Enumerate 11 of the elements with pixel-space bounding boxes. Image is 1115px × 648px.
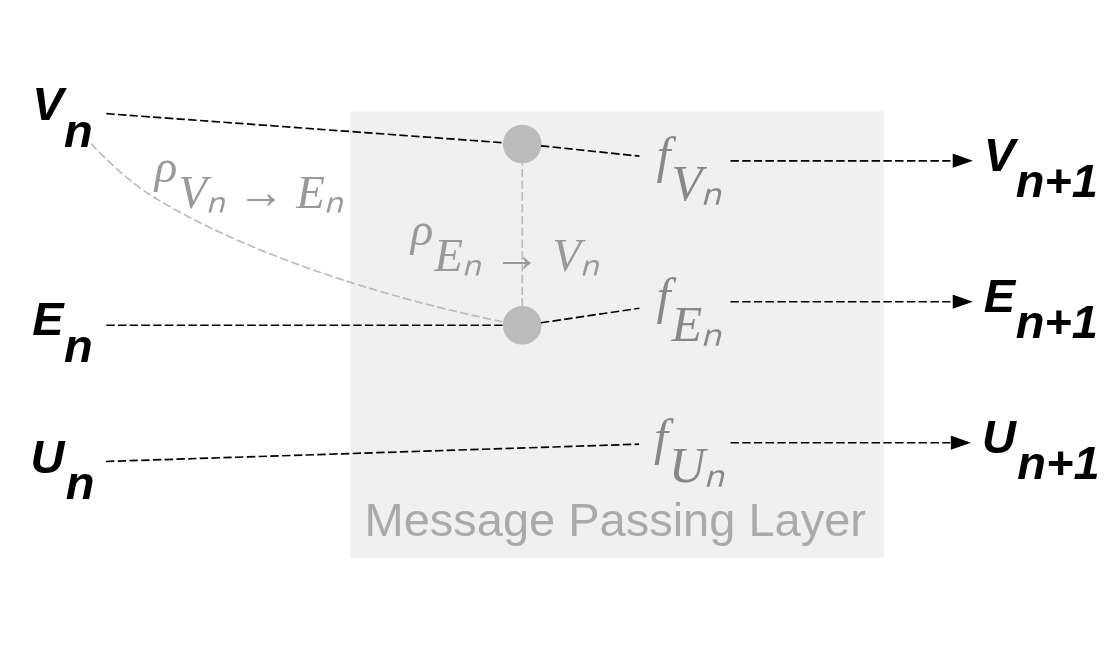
- connector: [105, 443, 640, 463]
- connector: [521, 162, 524, 308]
- arrow: [729, 435, 972, 450]
- arrow: [729, 153, 973, 168]
- node-circle: [502, 124, 542, 164]
- connector: [540, 307, 641, 324]
- connector: [90, 142, 505, 323]
- node-circle: [502, 305, 542, 345]
- arrow: [729, 294, 973, 309]
- connector: [105, 324, 505, 327]
- connector: [540, 144, 641, 157]
